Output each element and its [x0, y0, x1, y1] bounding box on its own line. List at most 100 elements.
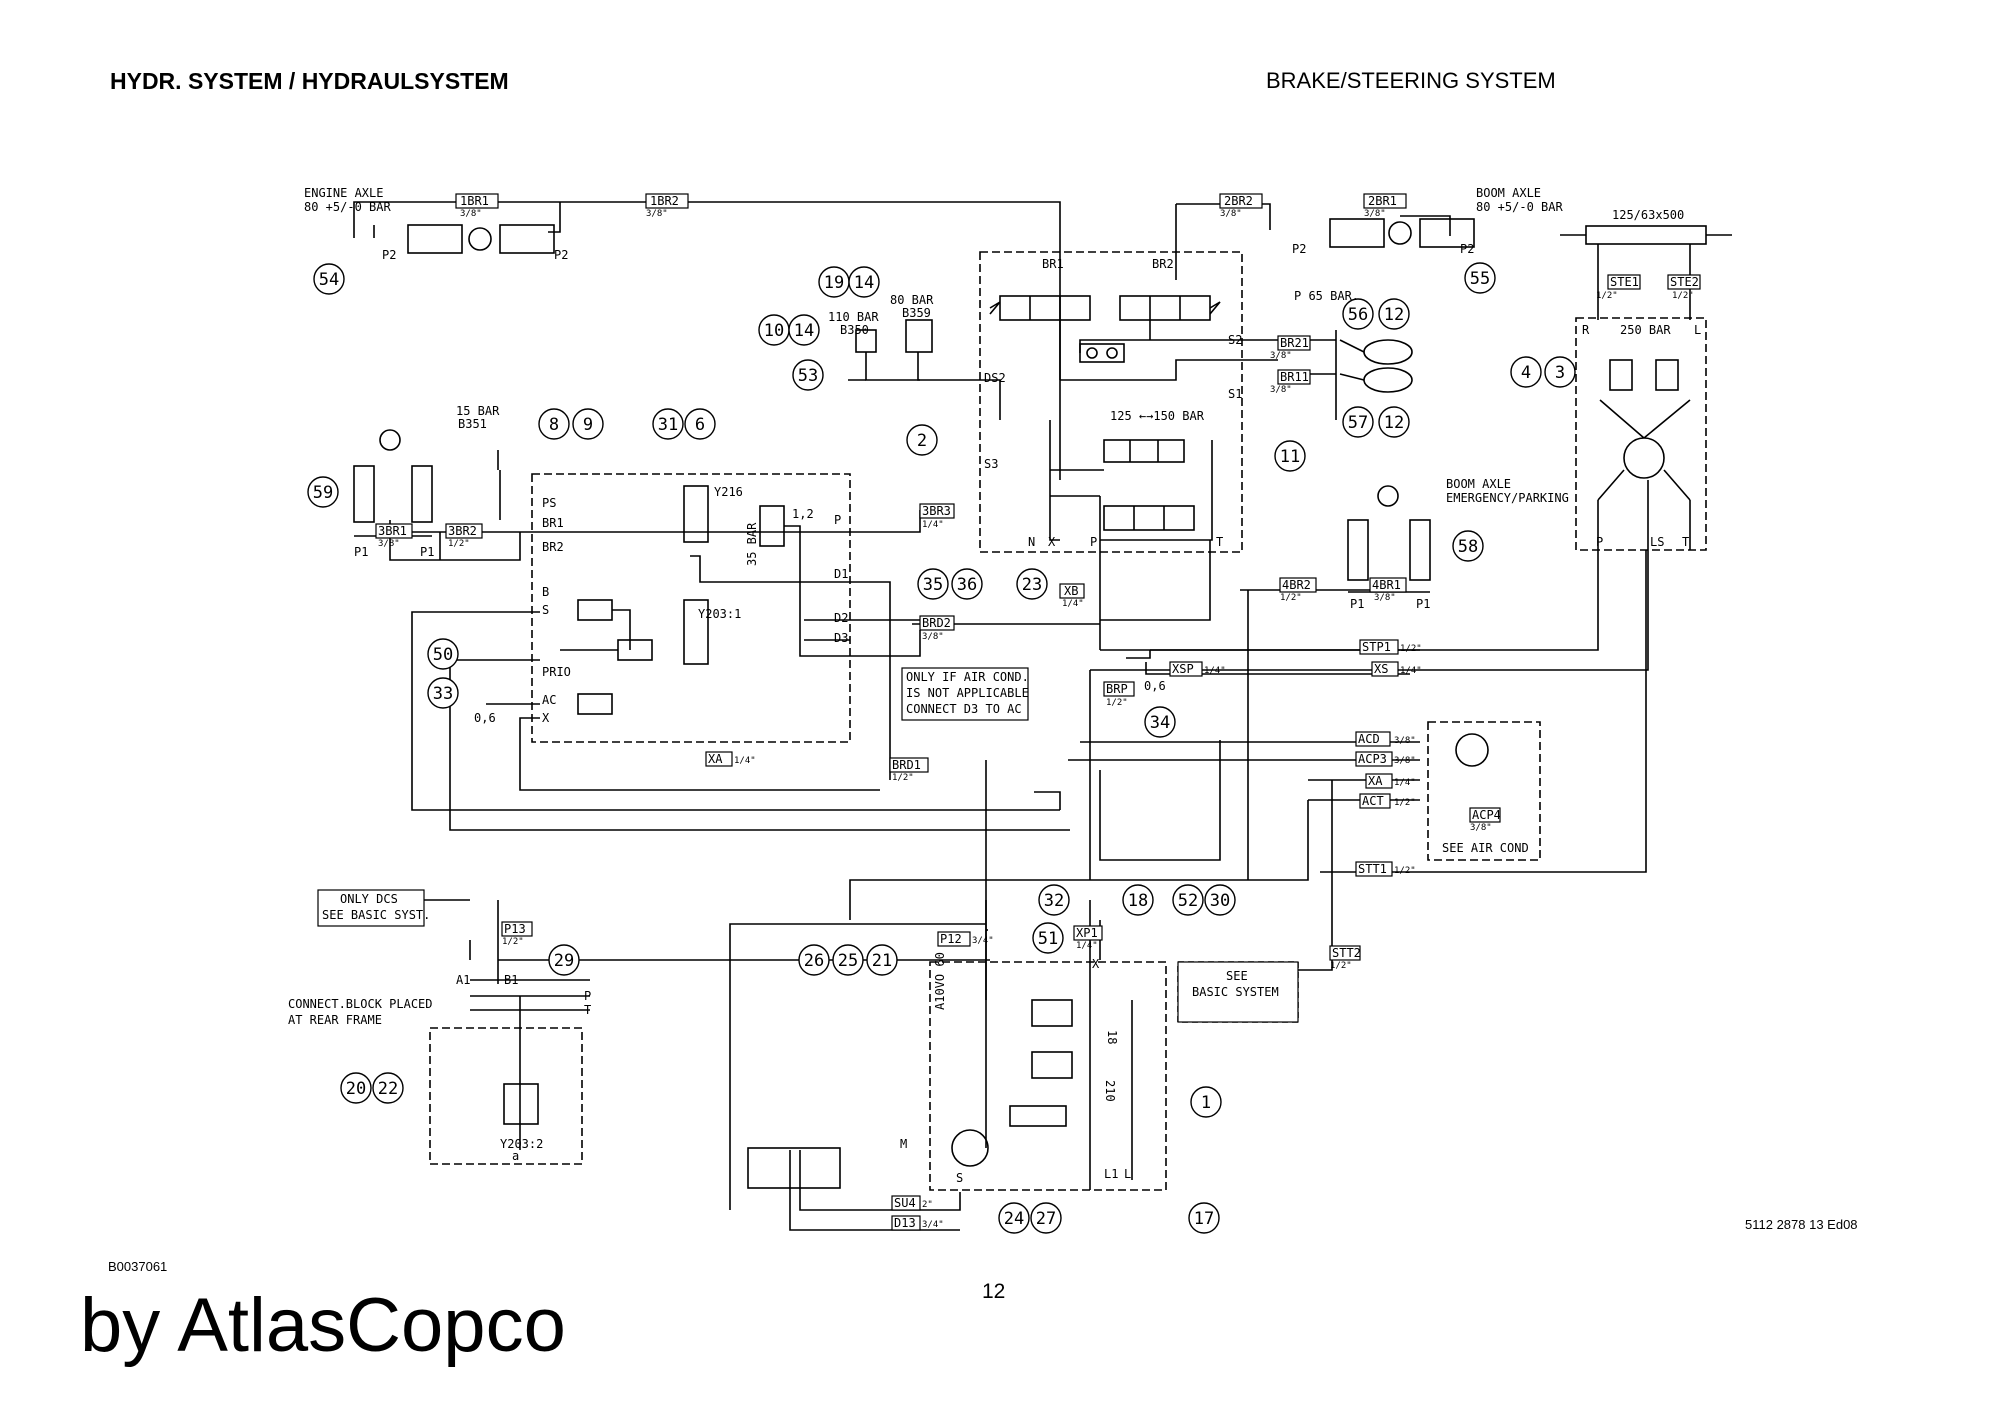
line-tags: 1BR1 3/8" 1BR2 3/8" 2BR2 3/8" 2BR1 3/8" …	[378, 194, 1699, 1230]
port-label: S	[542, 603, 549, 617]
callout-number: 10	[764, 321, 784, 341]
port-label: S2	[1228, 333, 1242, 347]
callout-number: 51	[1038, 929, 1058, 949]
line-size: 1/2"	[1394, 798, 1416, 808]
line-tag: XSP	[1172, 662, 1194, 676]
label-r18: 18	[1105, 1030, 1119, 1044]
port-label: P	[834, 513, 841, 527]
line-size: 1/2"	[1596, 291, 1618, 301]
callout-number: 22	[378, 1079, 398, 1099]
line-size: 3/8"	[1270, 351, 1292, 361]
line-size: 3/8"	[460, 209, 482, 219]
port-label: L	[1124, 1167, 1131, 1181]
note-air-cond-2: IS NOT APPLICABLE	[906, 686, 1029, 700]
line-size: 1/4"	[1400, 666, 1422, 676]
line-tag: STE1	[1610, 275, 1639, 289]
callout-number: 36	[957, 575, 977, 595]
label-b351: B351	[458, 417, 487, 431]
note-air-cond-1: ONLY IF AIR COND.	[906, 670, 1029, 684]
callout-number: 1	[1201, 1093, 1211, 1113]
callout-number: 50	[433, 645, 453, 665]
port-label: P	[1596, 535, 1603, 549]
line-size: 1/2"	[1106, 698, 1128, 708]
label-bar-110: 110 BAR	[828, 310, 879, 324]
callout-number: 12	[1384, 413, 1404, 433]
line-size: 1/2"	[448, 539, 470, 549]
callout-number: 52	[1178, 891, 1198, 911]
hydraulic-lines	[353, 201, 1732, 1231]
line-tag: SU4	[894, 1196, 916, 1210]
line-size: 1/4"	[1062, 599, 1084, 609]
line-size: 3/8"	[1394, 756, 1416, 766]
label-r210: 210	[1103, 1080, 1117, 1102]
port-label: S	[956, 1171, 963, 1185]
label-boom-emergency-1: BOOM AXLE	[1446, 477, 1511, 491]
label-boom-emergency-2: EMERGENCY/PARKING	[1446, 491, 1569, 505]
line-size: 1/4"	[1204, 666, 1226, 676]
port-label: BR1	[542, 516, 564, 530]
port-label: P	[584, 989, 591, 1003]
page-title: HYDR. SYSTEM / HYDRAULSYSTEM	[110, 68, 509, 94]
label-engine-axle-pressure: 80 +5/-0 BAR	[304, 200, 391, 214]
section-title: BRAKE/STEERING SYSTEM	[1266, 68, 1556, 93]
line-tag-boxes	[317, 193, 1701, 1231]
port-label: P1	[420, 545, 434, 559]
label-y203-2: Y203:2	[500, 1137, 543, 1151]
line-tag: STT2	[1332, 946, 1361, 960]
callout-number: 18	[1128, 891, 1148, 911]
port-label: B	[542, 585, 549, 599]
port-label: L1	[1104, 1167, 1118, 1181]
brand-footer: by AtlasCopco	[80, 1283, 566, 1368]
port-label: N	[1028, 535, 1035, 549]
callout-number: 34	[1150, 713, 1170, 733]
callout-number: 17	[1194, 1209, 1214, 1229]
port-label: D2	[834, 611, 848, 625]
line-size: 1/4"	[734, 756, 756, 766]
line-size: 3/8"	[1220, 209, 1242, 219]
port-label: L	[1694, 323, 1701, 337]
line-tag: P13	[504, 922, 526, 936]
callout-number: 2	[917, 431, 927, 451]
callout-number: 56	[1348, 305, 1368, 325]
port-label: T	[1216, 535, 1223, 549]
callout-number: 12	[1384, 305, 1404, 325]
port-label: P	[1090, 535, 1097, 549]
port-label: P2	[554, 248, 568, 262]
label-bar-35: 35 BAR	[745, 522, 759, 566]
callout-number: 20	[346, 1079, 366, 1099]
port-label: R	[1582, 323, 1590, 337]
label-p65: P 65 BAR.	[1294, 289, 1359, 303]
line-tag: STT1	[1358, 862, 1387, 876]
line-tag: 4BR2	[1282, 578, 1311, 592]
label-boom-axle-pressure: 80 +5/-0 BAR	[1476, 200, 1563, 214]
port-label: B1	[504, 973, 518, 987]
line-tag: XS	[1374, 662, 1388, 676]
callout-number: 25	[838, 951, 858, 971]
line-tag: XA	[708, 752, 723, 766]
callout-number: 30	[1210, 891, 1230, 911]
callout-number: 14	[794, 321, 814, 341]
line-tag: 3BR2	[448, 524, 477, 538]
line-size: 1/2"	[1672, 291, 1694, 301]
callout-numbers: 54 55 19 14 10 14 56 12 53 57 12 11 4 3 …	[313, 269, 1565, 1229]
callout-number: 26	[804, 951, 824, 971]
port-label: T	[1682, 535, 1689, 549]
label-y203-1: Y203:1	[698, 607, 741, 621]
line-tag: ACP3	[1358, 752, 1387, 766]
port-label: T	[584, 1003, 591, 1017]
line-size: 1/2"	[1394, 866, 1416, 876]
callout-number: 32	[1044, 891, 1064, 911]
callout-number: 27	[1036, 1209, 1056, 1229]
callout-number: 4	[1521, 363, 1531, 383]
line-tag: BR11	[1280, 370, 1309, 384]
line-tag: STE2	[1670, 275, 1699, 289]
line-tag: ACD	[1358, 732, 1380, 746]
label-orifice-06b: 0,6	[1144, 679, 1166, 693]
line-tag: BRD1	[892, 758, 921, 772]
note-only-dcs-2: SEE BASIC SYST.	[322, 908, 430, 922]
label-bar-125-150: 125 ←→150 BAR	[1110, 409, 1205, 423]
callout-number: 24	[1004, 1209, 1024, 1229]
figure-id: B0037061	[108, 1259, 168, 1274]
label-pump: A10VO 60	[933, 952, 947, 1010]
port-label: X	[1048, 535, 1056, 549]
